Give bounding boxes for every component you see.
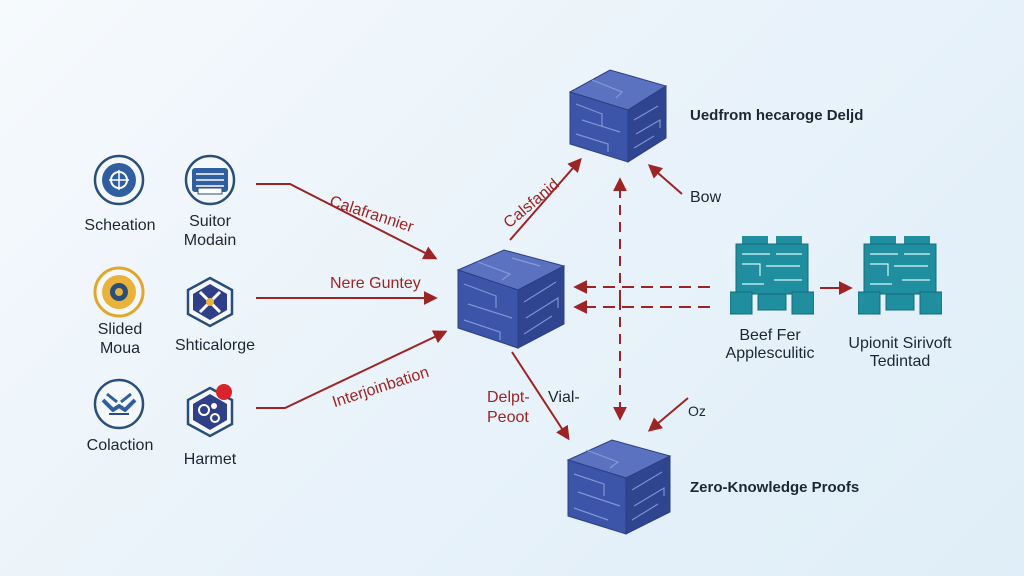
arrow-center-to-bottom bbox=[511, 351, 570, 441]
tools-icon bbox=[186, 276, 234, 328]
cube-center bbox=[456, 249, 566, 349]
label-top-cube: Uedfrom hecaroge Deljd bbox=[690, 107, 864, 124]
arrow-label-delpt-1: Delpt- bbox=[487, 389, 530, 406]
gear-cluster-icon bbox=[186, 384, 234, 438]
label-bottom-cube: Zero-Knowledge Proofs bbox=[690, 479, 860, 496]
arrow-center-to-top bbox=[509, 157, 582, 241]
label-bow: Bow bbox=[690, 189, 722, 206]
circuit-board-left bbox=[730, 236, 814, 315]
label-oz: Oz bbox=[688, 403, 706, 419]
label-scheation: Scheation bbox=[84, 217, 156, 234]
label-slided-moua: Slided Moua bbox=[97, 321, 143, 357]
label-colaction: Colaction bbox=[86, 437, 154, 454]
label-board-right-2: Tedintad bbox=[869, 353, 931, 370]
compass-icon bbox=[93, 154, 145, 206]
book-icon bbox=[184, 154, 236, 206]
arrow-oz bbox=[647, 397, 689, 432]
arrow-left-bottom bbox=[256, 330, 448, 409]
label-shticalorge: Shticalorge bbox=[174, 337, 256, 354]
arrow-label-delpt-2: Peoot bbox=[487, 409, 529, 426]
cube-top bbox=[568, 69, 668, 163]
label-harmet: Harmet bbox=[183, 451, 237, 468]
label-board-left-1: Beef Fer bbox=[739, 327, 801, 344]
label-suitor-modain: Suitor Modain bbox=[183, 213, 237, 249]
label-board-right-1: Upionit Sirivoft bbox=[848, 335, 952, 352]
handshake-icon bbox=[93, 378, 145, 430]
arrow-label-vial: Vial- bbox=[548, 389, 580, 406]
circuit-board-right bbox=[858, 236, 942, 315]
arrow-left-top bbox=[256, 183, 438, 260]
arrow-label-mid: Nere Guntey bbox=[330, 275, 421, 292]
arrow-bow bbox=[647, 164, 683, 195]
sun-icon bbox=[93, 266, 145, 318]
label-board-left-2: Applesculitic bbox=[725, 345, 815, 362]
cube-bottom bbox=[566, 439, 672, 535]
